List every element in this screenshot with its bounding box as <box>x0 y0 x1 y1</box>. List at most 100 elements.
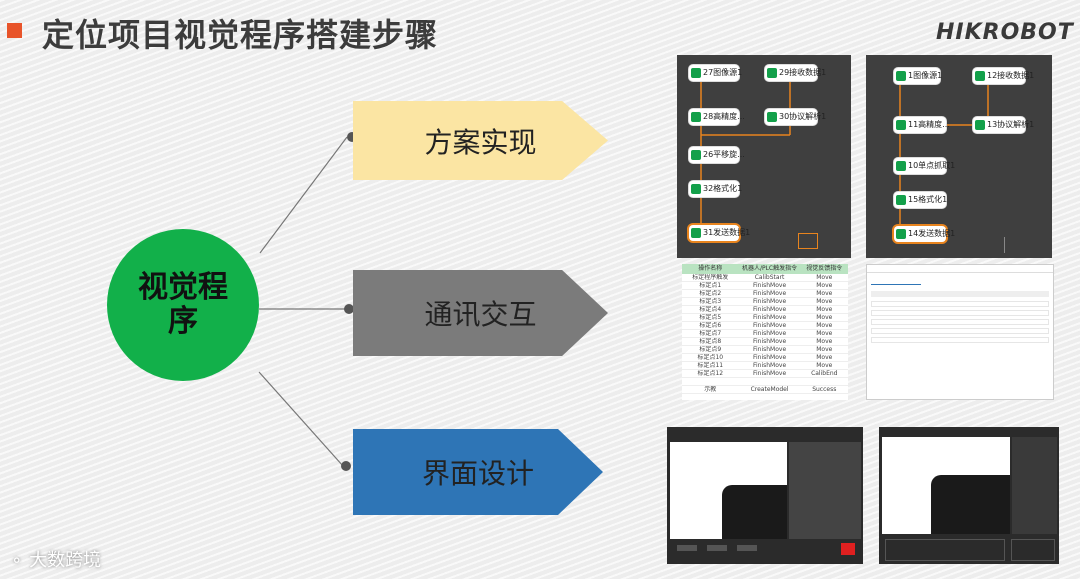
table-row: 标定点9 FinishMove Move <box>682 346 848 354</box>
table-cell: 标定点3 <box>699 298 722 305</box>
table-row: 标定点1 FinishMove Move <box>682 282 848 290</box>
table-cell: Move <box>816 314 833 321</box>
table-cell: 标定点7 <box>699 330 722 337</box>
table-cell: Move <box>816 306 833 313</box>
table-cell: Move <box>816 354 833 361</box>
table-row: 标定点5 FinishMove Move <box>682 314 848 322</box>
settings-dialog <box>866 264 1054 400</box>
flow-node: 15格式化1 <box>894 192 947 208</box>
flow-node: 29接收数据1 <box>765 65 826 81</box>
table-cell: Success <box>812 386 837 393</box>
table-cell: CalibEnd <box>811 370 838 377</box>
table-cell <box>801 394 848 400</box>
table-row: 标定点2 FinishMove Move <box>682 290 848 298</box>
flow-edges <box>700 81 791 225</box>
table-cell: 示教 <box>704 386 717 393</box>
table-cell: 标定点5 <box>699 314 722 321</box>
table-cell: 标定点9 <box>699 346 722 353</box>
table-cell: Move <box>816 322 833 329</box>
table-cell: 标定程序触发 <box>692 274 729 281</box>
table-cell: 标定点11 <box>697 362 724 369</box>
table-cell: 标定点12 <box>697 370 724 377</box>
flow-node: 12接收数据1 <box>973 68 1034 84</box>
table-cell: Move <box>816 282 833 289</box>
table-cell: 标定点4 <box>699 306 722 313</box>
table-cell: FinishMove <box>752 314 787 321</box>
table-row: 标定点11 FinishMove Move <box>682 362 848 370</box>
ui-screenshot-2 <box>879 427 1059 564</box>
table-cell <box>801 378 848 385</box>
table-cell <box>682 378 739 385</box>
table-row: 示教 CreateModel Success <box>682 386 848 394</box>
table-cell: Move <box>816 290 833 297</box>
center-label: 视觉程序 <box>138 269 228 339</box>
table-cell: FinishMove <box>752 322 787 329</box>
flow-node: 13协议解析1 <box>973 117 1034 133</box>
table-cell: FinishMove <box>752 290 787 297</box>
step-solution: 方案实现 <box>353 101 608 180</box>
connector-dot <box>344 304 354 314</box>
table-cell: FinishMove <box>752 338 787 345</box>
step-label: 界面设计 <box>421 457 534 490</box>
flow-screenshot-1: 27图像源1 29接收数据1 28高精度... 30协议解析1 26平移旋...… <box>677 55 851 258</box>
table-row <box>682 394 848 400</box>
connector-dot <box>341 461 351 471</box>
watermark-logo-icon: ⚬ <box>10 551 24 570</box>
flow-node: 32格式化1 <box>689 181 742 197</box>
table-cell: Move <box>816 346 833 353</box>
table-cell: FinishMove <box>752 346 787 353</box>
table-cell: Move <box>816 330 833 337</box>
step-label: 方案实现 <box>424 125 537 159</box>
flow-node: 27图像源1 <box>689 65 742 81</box>
table-cell: 标定点2 <box>699 290 722 297</box>
flow-edges <box>899 81 989 226</box>
table-cell: FinishMove <box>752 362 787 369</box>
table-cell: 标定点10 <box>697 354 724 361</box>
table-cell: FinishMove <box>752 298 787 305</box>
flow-node: 28高精度... <box>689 109 745 125</box>
table-cell: FinishMove <box>752 354 787 361</box>
step-label: 通讯交互 <box>424 298 537 331</box>
table-cell: 标定点8 <box>699 338 722 345</box>
page-title: 定位项目视觉程序搭建步骤 <box>42 16 439 54</box>
table-cell: CalibStart <box>754 274 785 281</box>
table-cell <box>739 394 801 400</box>
table-row: 标定点10 FinishMove Move <box>682 354 848 362</box>
brand-logo: HIKROBOT <box>936 20 1074 45</box>
flow-node: 14发送数据1 <box>894 226 955 242</box>
flow-node: 30协议解析1 <box>765 109 826 125</box>
table-row: 标定点7 FinishMove Move <box>682 330 848 338</box>
table-cell <box>739 378 801 385</box>
ui-screenshot-1 <box>667 427 863 564</box>
table-cell: Move <box>816 298 833 305</box>
table-cell <box>682 394 739 400</box>
table-row <box>682 378 848 386</box>
flow-node: 1图像源1 <box>894 68 942 84</box>
flow-node: 26平移旋... <box>689 147 745 163</box>
minimap <box>798 233 818 249</box>
flow-node: 11高精度... <box>894 117 950 133</box>
center-circle: 视觉程序 <box>107 229 259 381</box>
table-cell: 标定点1 <box>699 282 722 289</box>
step-ui-design: 界面设计 <box>353 429 603 515</box>
flow-node: 10单点抓取1 <box>894 158 955 174</box>
step-communication: 通讯交互 <box>353 270 608 356</box>
table-row: 标定点3 FinishMove Move <box>682 298 848 306</box>
table-cell: CreateModel <box>750 386 789 393</box>
table-row: 标定点12 FinishMove CalibEnd <box>682 370 848 378</box>
table-cell: FinishMove <box>752 282 787 289</box>
table-cell: FinishMove <box>752 330 787 337</box>
flow-node: 31发送数据1 <box>689 225 750 241</box>
table-cell: Move <box>816 362 833 369</box>
flow-screenshot-2: 1图像源1 12接收数据1 11高精度... 13协议解析1 10单点抓取1 1… <box>866 55 1052 258</box>
title-bullet-icon <box>7 23 22 38</box>
watermark: ⚬ 大数跨境 <box>10 550 102 571</box>
table-cell: FinishMove <box>752 370 787 377</box>
minimap <box>1004 237 1024 253</box>
